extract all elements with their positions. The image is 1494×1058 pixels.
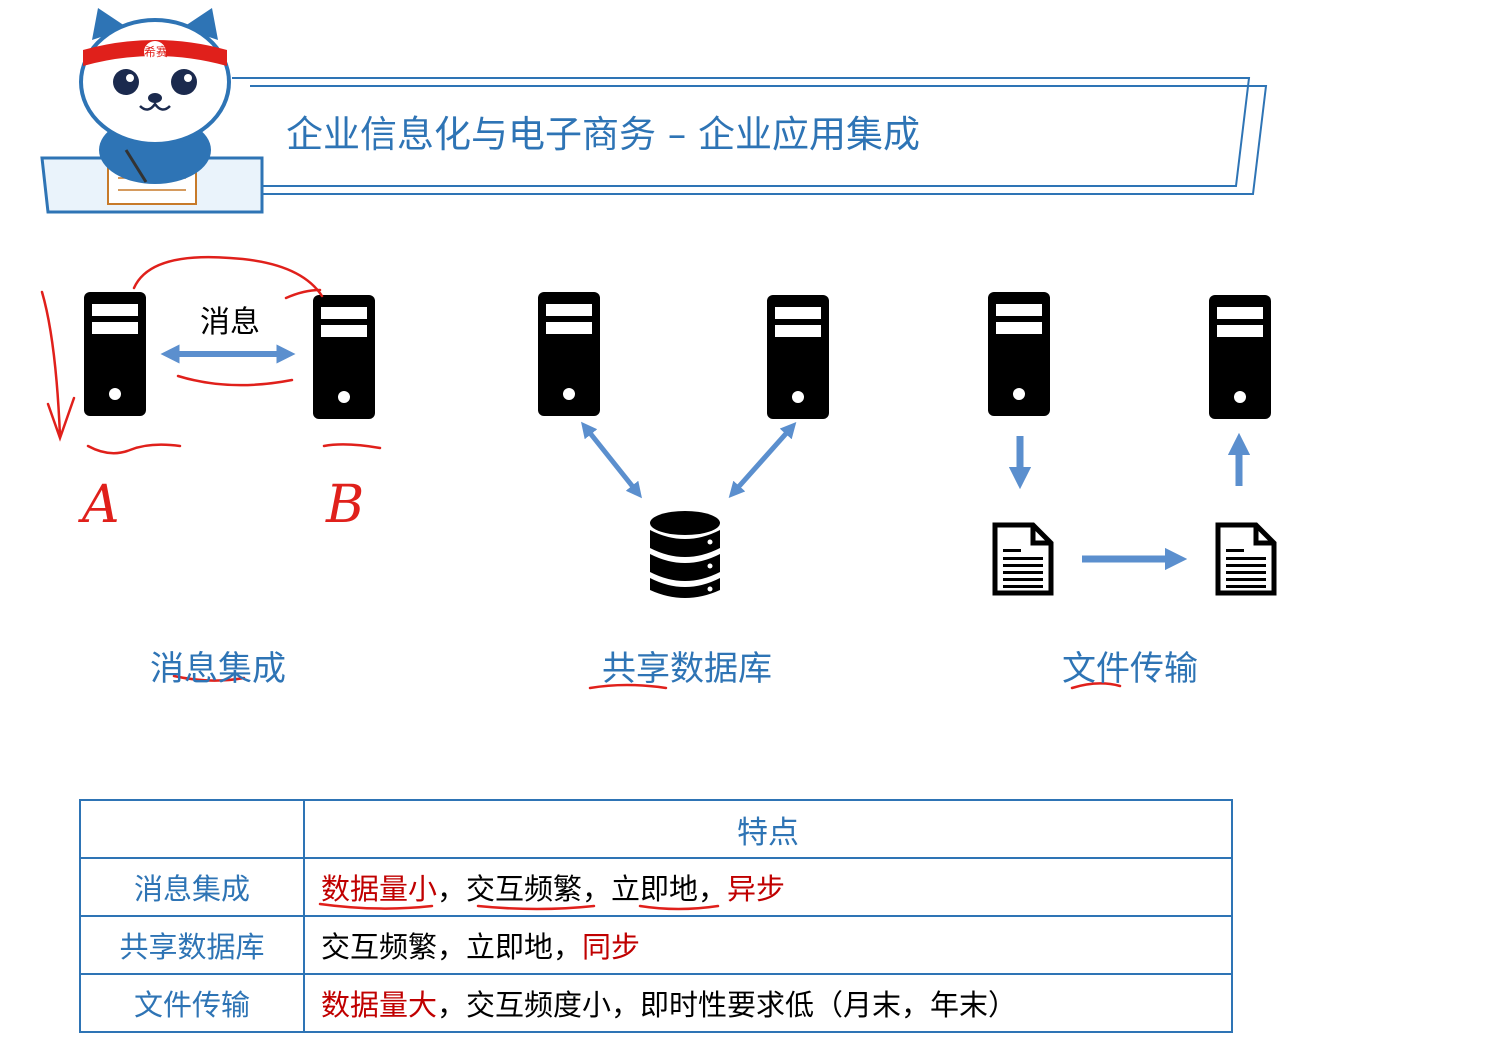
row-part: 数据量小 — [321, 872, 438, 906]
section-label-file-transfer: 文件传输 — [1062, 649, 1198, 689]
table-row: 消息集成 数据量小，交互频繁，立即地，异步 — [79, 857, 1233, 917]
page-title: 企业信息化与电子商务 – 企业应用集成 — [286, 113, 921, 156]
row-part: ，交互频度小，即时性要求低（月末，年末） — [437, 988, 1018, 1022]
logo-text: 希赛 — [144, 44, 168, 59]
server-icon-d — [767, 295, 829, 419]
row-part: ，交互频繁，立即地， — [437, 872, 728, 906]
message-label: 消息 — [200, 305, 260, 340]
server-icon-e — [988, 292, 1050, 416]
table-row: 共享数据库 交互频繁，立即地，同步 — [79, 915, 1233, 975]
row-description: 数据量小，交互频繁，立即地，异步 — [303, 857, 1233, 917]
server-icon-a — [84, 292, 146, 416]
db-arrow-right — [728, 422, 797, 498]
row-part: 同步 — [582, 930, 641, 964]
section-label-shared-db: 共享数据库 — [602, 649, 772, 689]
row-part: 数据量大 — [321, 988, 438, 1022]
row-part: 交互频繁，立即地， — [321, 930, 583, 964]
handwritten-letter-b: B — [325, 475, 364, 535]
table-row: 文件传输 数据量大，交互频度小，即时性要求低（月末，年末） — [79, 973, 1233, 1033]
row-part: 异步 — [727, 872, 786, 906]
table-header: 特点 — [303, 799, 1233, 859]
server-icon-b — [313, 295, 375, 419]
table-corner-cell — [79, 799, 305, 859]
row-name: 消息集成 — [79, 857, 305, 917]
title-banner — [232, 77, 1268, 195]
row-description: 数据量大，交互频度小，即时性要求低（月末，年末） — [303, 973, 1233, 1033]
handwritten-letter-a: A — [78, 475, 120, 535]
document-icon-right — [1218, 525, 1274, 593]
table-header-row: 特点 — [79, 799, 1233, 859]
mascot-logo: 希赛 — [40, 8, 264, 214]
row-description: 交互频繁，立即地，同步 — [303, 915, 1233, 975]
database-icon — [650, 511, 720, 598]
row-name: 共享数据库 — [79, 915, 305, 975]
section-label-message: 消息集成 — [150, 649, 286, 689]
document-icon-left — [995, 525, 1051, 593]
row-name: 文件传输 — [79, 973, 305, 1033]
features-table: 特点 消息集成 数据量小，交互频繁，立即地，异步 共享数据库 交互频繁，立即地，… — [79, 799, 1233, 1033]
server-icon-f — [1209, 295, 1271, 419]
db-arrow-left — [581, 421, 642, 499]
server-icon-c — [538, 292, 600, 416]
